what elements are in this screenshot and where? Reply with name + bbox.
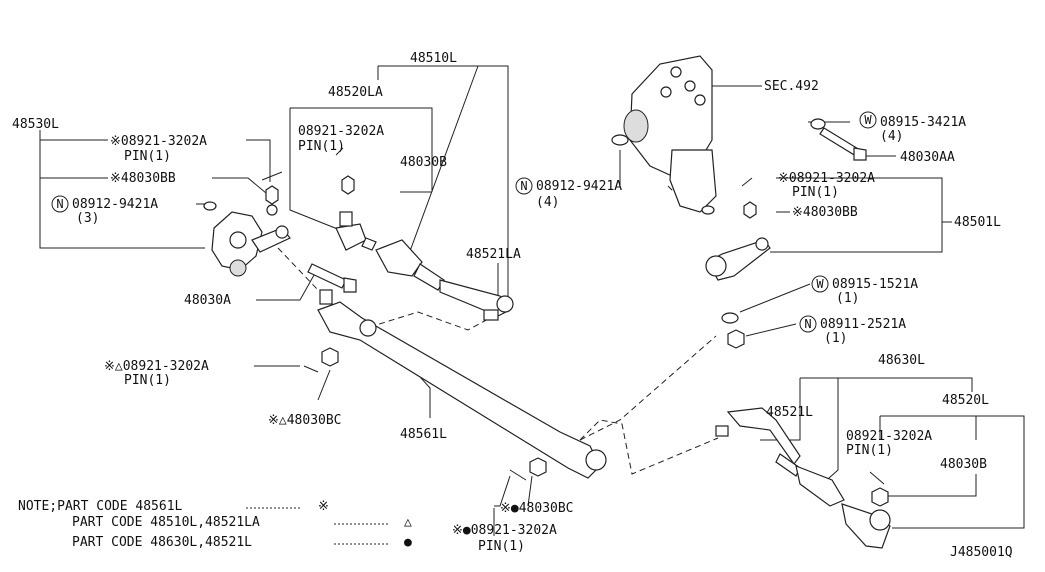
label-br-48030b: 48030B [940, 457, 987, 472]
bottom-fasteners [509, 457, 547, 481]
label-48521la: 48521LA [466, 247, 521, 262]
left-fasteners [203, 171, 283, 216]
note-line-3-sym: ● [404, 535, 412, 550]
label-n-mid: 08912-9421A [536, 179, 622, 194]
label-48501l: 48501L [954, 215, 1001, 230]
label-n-low-qty: (1) [824, 331, 847, 346]
label-tri-48030bc: ※△48030BC [268, 413, 342, 428]
label-w-top: 08915-3421A [880, 115, 966, 130]
label-pin-a-sub: PIN(1) [124, 149, 171, 164]
label-48520la: 48520LA [328, 85, 383, 100]
label-w-mid-qty: (1) [836, 291, 859, 306]
label-n-top-qty: (3) [76, 211, 99, 226]
label-tri-pin-sub: PIN(1) [124, 373, 171, 388]
idler-arm-bracket [211, 211, 291, 277]
adjusting-tube-la [375, 239, 514, 321]
label-dot-48030bc: ※●48030BC [500, 501, 574, 516]
bolt-48030a [307, 263, 357, 293]
center-link [303, 289, 607, 479]
label-sec-492: SEC.492 [764, 79, 819, 94]
label-n-top: 08912-9421A [72, 197, 158, 212]
label-48520l: 48520L [942, 393, 989, 408]
label-48530l: 48530L [12, 117, 59, 132]
label-48030b-left: 48030B [400, 155, 447, 170]
label-48510l: 48510L [410, 51, 457, 66]
note-line-1-sym: ※ [318, 499, 329, 514]
label-br-pin: 08921-3202A [846, 429, 932, 444]
label-w-top-qty: (4) [880, 129, 903, 144]
circle-markers [51, 111, 877, 333]
note-line-1: NOTE;PART CODE 48561L [18, 499, 183, 514]
label-48030bb-left: ※48030BB [110, 171, 176, 186]
note-line-2: PART CODE 48510L,48521LA [72, 515, 260, 530]
tie-rod-end-left [335, 175, 377, 251]
label-pin-right-sub: PIN(1) [792, 185, 839, 200]
label-pin-a: ※08921-3202A [110, 134, 207, 149]
note-line-2-sym: △ [404, 515, 412, 530]
label-48030aa: 48030AA [900, 150, 955, 165]
label-48630l: 48630L [878, 353, 925, 368]
diagram-id: J485001Q [950, 545, 1013, 560]
steering-gear-box [611, 55, 717, 215]
label-br-pin-sub: PIN(1) [846, 443, 893, 458]
label-48521l: 48521L [766, 405, 813, 420]
label-n-mid-qty: (4) [536, 195, 559, 210]
label-48561l: 48561L [400, 427, 447, 442]
w-mark-mid: W [816, 277, 824, 291]
w-mark-top: W [864, 113, 872, 127]
label-pin-right: ※08921-3202A [778, 171, 875, 186]
label-48030a: 48030A [184, 293, 231, 308]
label-08921-inner-pin: PIN(1) [298, 139, 345, 154]
n-mark-top: N [56, 197, 63, 211]
label-dot-pin-sub: PIN(1) [478, 539, 525, 554]
label-n-low: 08911-2521A [820, 317, 906, 332]
label-tri-pin: ※△08921-3202A [104, 359, 209, 374]
n-mark-mid: N [520, 179, 527, 193]
label-dot-pin: ※●08921-3202A [452, 523, 557, 538]
note-line-3: PART CODE 48630L,48521L [72, 535, 252, 550]
pitman-arm [705, 237, 771, 349]
label-48030bb-right: ※48030BB [792, 205, 858, 220]
n-mark-low: N [804, 317, 811, 331]
right-tie-rod [715, 407, 891, 549]
label-08921-inner: 08921-3202A [298, 124, 384, 139]
label-w-mid: 08915-1521A [832, 277, 918, 292]
right-bolts [741, 118, 867, 219]
